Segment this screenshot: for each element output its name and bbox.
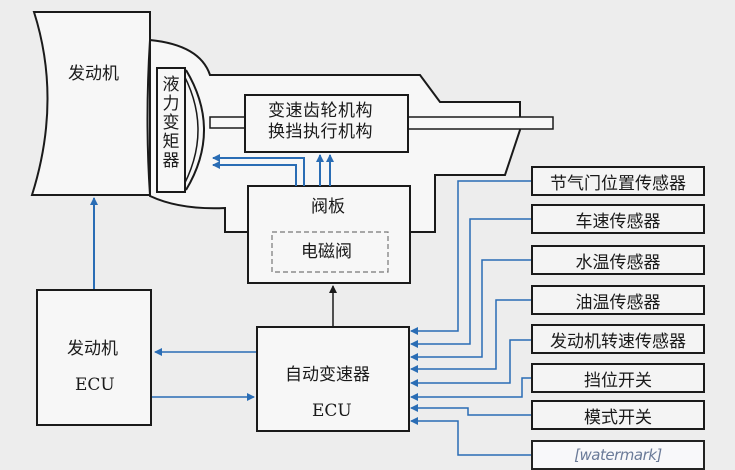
sensor-engine-rpm: 发动机转速传感器: [531, 324, 705, 354]
signal-line-throttle: [410, 180, 531, 335]
signal-line-gear: [410, 377, 531, 401]
transmission-ecu-sublabel: ECU: [312, 401, 352, 421]
gearbox: [244, 94, 409, 153]
gearbox-label-1: 变速齿轮机构: [268, 101, 373, 121]
sensor-oil-temp: 油温传感器: [531, 285, 705, 315]
torque-converter: [156, 67, 186, 193]
transmission-housing: [149, 38, 521, 284]
hydraulic-arrow-converter: [212, 161, 297, 186]
transmission-ecu-label: 自动变速器: [285, 365, 370, 385]
signal-line-mode: [410, 404, 531, 416]
gearbox-label-2: 换挡执行机构: [268, 122, 373, 142]
sensor-mode-switch: 模式开关: [531, 400, 705, 430]
solenoid-valve-label: 电磁阀: [301, 242, 352, 262]
transmission-ecu-box: [256, 326, 410, 432]
sensor-throttle-position: 节气门位置传感器: [531, 166, 705, 196]
torque-converter-dome: [185, 69, 205, 191]
signal-line-coolant: [410, 259, 531, 361]
signal-line-rpm: [410, 339, 531, 387]
engine-ecu-box: [36, 289, 152, 426]
input-shaft: [209, 116, 247, 129]
signal-line-speed: [410, 218, 531, 348]
engine-block: [30, 11, 152, 196]
signal-line-oil: [410, 299, 531, 373]
engine-ecu-label: 发动机: [67, 339, 118, 359]
engine-ecu-sublabel: ECU: [75, 375, 115, 395]
solenoid-valve: [271, 231, 389, 273]
output-shaft: [407, 116, 554, 130]
engine-label: 发动机: [68, 64, 119, 84]
sensor-coolant-temp: 水温传感器: [531, 245, 705, 275]
sensor-watermark: [watermark]: [531, 440, 705, 470]
valve-body-label: 阀板: [311, 197, 345, 217]
torque-converter-label: 液力变矩器: [162, 75, 180, 171]
signal-line-extra: [410, 417, 531, 456]
sensor-vehicle-speed: 车速传感器: [531, 204, 705, 234]
sensor-gear-switch: 挡位开关: [531, 363, 705, 393]
